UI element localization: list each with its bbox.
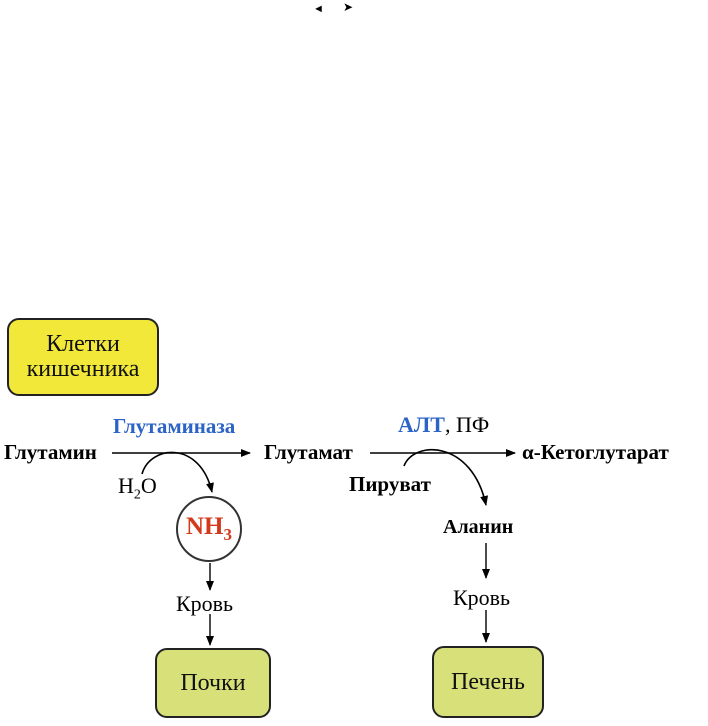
enzyme-glutaminase: Глутаминаза xyxy=(113,414,236,438)
blood-label-1: Кровь xyxy=(176,591,234,616)
glutamate-label: Глутамат xyxy=(264,440,353,464)
kidneys-box: Почки xyxy=(155,648,271,718)
alt-enzyme-label: АЛТ, ПФ xyxy=(398,414,489,436)
arrow-pyruvate-to-alanine xyxy=(403,448,489,506)
arrow-h2o-to-nh3 xyxy=(141,451,214,493)
left-arrow-mark: ◄ xyxy=(313,3,324,15)
ammonia-circle: NH3 xyxy=(176,496,242,562)
right-arrow-mark: ➤ xyxy=(343,0,354,14)
ammonia-label: NH3 xyxy=(186,513,232,544)
intestine-cells-box: Клетки кишечника xyxy=(7,318,159,396)
glutamine-label: Глутамин xyxy=(4,440,97,464)
intestine-label-line1: Клетки xyxy=(46,330,120,357)
blood-label-2: Кровь xyxy=(453,585,511,610)
enzyme-alt: АЛТ xyxy=(398,412,445,437)
alanine-label: Аланин xyxy=(443,516,514,538)
pyruvate-label: Пируват xyxy=(349,472,431,496)
cofactor-label: , ПФ xyxy=(444,412,490,437)
alpha-ketoglutarate-label: α-Кетоглутарат xyxy=(522,440,669,464)
water-label: H2O xyxy=(118,473,157,503)
intestine-label-line2: кишечника xyxy=(26,356,140,382)
liver-box: Печень xyxy=(432,646,544,718)
